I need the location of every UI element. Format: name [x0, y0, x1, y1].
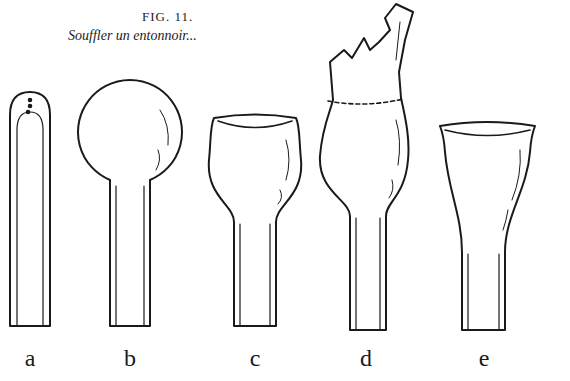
blown-bulb: [78, 80, 182, 326]
flattened-bulb: [209, 115, 301, 327]
figure-number: FIG. 11.: [142, 10, 193, 24]
stage-letter: d: [360, 345, 372, 371]
figure-caption: Souffler un entonnoir...: [68, 28, 197, 43]
stage-letter: b: [124, 345, 136, 371]
finished-funnel: [440, 122, 535, 330]
stage-letter: e: [479, 345, 490, 371]
closed-tube: [10, 92, 50, 326]
stage-letter: a: [25, 345, 36, 371]
broken-bulb: [320, 4, 413, 330]
stage-letter: c: [250, 345, 261, 371]
